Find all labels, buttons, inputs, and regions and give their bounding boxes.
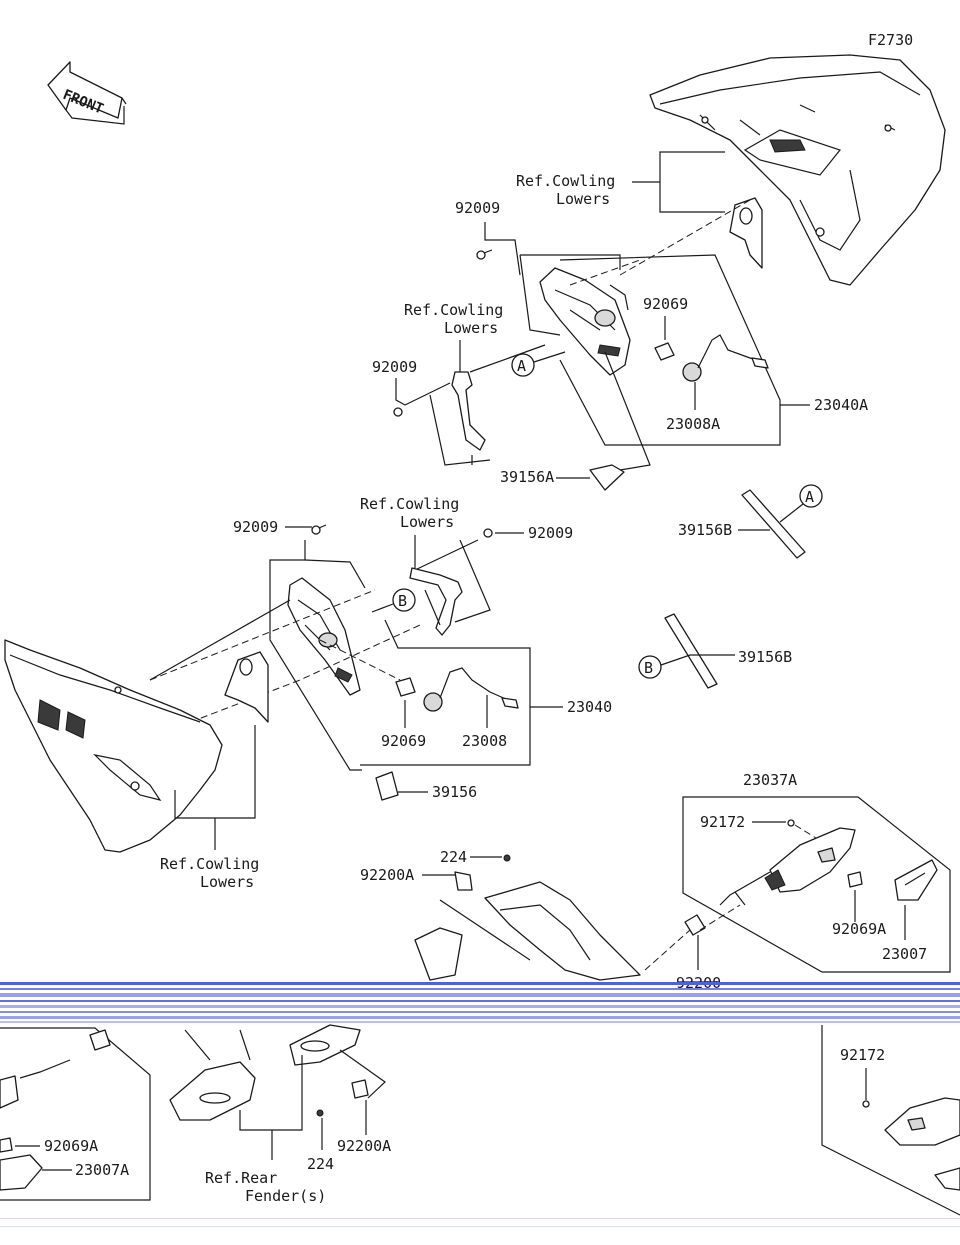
figure-code: F2730 — [868, 31, 913, 49]
part-92200A-top: 92200A — [360, 866, 414, 884]
ref-cowling-lowers-4-line1: Ref.Cowling — [160, 855, 259, 873]
marker-a-top: A — [517, 357, 526, 375]
screw-icon — [483, 528, 493, 538]
rear-turn-signal-stalk-left — [0, 1059, 71, 1109]
part-39156A: 39156A — [500, 468, 554, 486]
rear-fender — [414, 881, 641, 981]
turn-signal-housing-lower — [287, 577, 361, 696]
ref-cowling-lowers-2-line1: Ref.Cowling — [404, 301, 503, 319]
sealing-strip-top — [741, 489, 806, 559]
ref-cowling-lowers-1-line2: Lowers — [556, 190, 610, 208]
socket-harness-upper — [682, 334, 769, 382]
turn-signal-housing-upper — [539, 267, 631, 376]
assembly-box-23037A — [682, 796, 951, 973]
ref-cowling-lowers-3-line2: Lowers — [400, 513, 454, 531]
part-92069A-bottom: 92069A — [44, 1137, 98, 1155]
ref-cowling-lowers-1-line1: Ref.Cowling — [516, 172, 615, 190]
part-39156: 39156 — [432, 783, 477, 801]
reflector-pad-icon — [589, 464, 625, 491]
ref-rear-fender-line2: Fender(s) — [245, 1187, 326, 1205]
scan-noise-band — [0, 982, 960, 1023]
scan-noise-bottom — [0, 1218, 960, 1227]
bulb-icon — [0, 1137, 13, 1153]
part-92009-left2: 92009 — [233, 518, 278, 536]
part-92172-top: 92172 — [700, 813, 745, 831]
screw-icon — [787, 819, 795, 827]
part-92069-mid: 92069 — [381, 732, 426, 750]
ref-rear-fender-line1: Ref.Rear — [205, 1169, 277, 1187]
rear-fender-lower — [169, 1024, 361, 1121]
part-92069-top: 92069 — [643, 295, 688, 313]
screw-icon — [476, 249, 493, 260]
rear-turn-signal-stalk-right — [884, 1097, 960, 1191]
ref-cowling-lowers-3-line1: Ref.Cowling — [360, 495, 459, 513]
front-arrow-icon: FRONT — [47, 61, 127, 125]
lens-icon — [0, 1154, 43, 1191]
cowling-tab-mid — [224, 651, 269, 723]
sealing-strip-bottom — [664, 613, 718, 689]
part-224-top: 224 — [440, 848, 467, 866]
part-39156B-bottom: 39156B — [738, 648, 792, 666]
part-23008: 23008 — [462, 732, 507, 750]
part-23040A: 23040A — [814, 396, 868, 414]
screw-icon — [393, 407, 403, 417]
clip-icon — [454, 871, 473, 891]
bulb-icon — [847, 871, 863, 888]
socket-harness-lower — [423, 667, 519, 712]
bulb-icon — [654, 342, 675, 361]
screw-icon — [862, 1100, 870, 1108]
part-23007A: 23007A — [75, 1161, 129, 1179]
bulb-icon — [395, 677, 416, 697]
clip-icon — [351, 1079, 369, 1099]
bracket-lower — [409, 567, 463, 636]
marker-b-right: B — [644, 659, 653, 677]
screw-icon — [311, 524, 327, 535]
part-23037A: 23037A — [743, 771, 797, 789]
part-224-bottom: 224 — [307, 1155, 334, 1173]
ref-cowling-lowers-2-line2: Lowers — [444, 319, 498, 337]
cowling-left-lower — [4, 639, 223, 853]
part-92200A-bottom: 92200A — [337, 1137, 391, 1155]
cowling-right-upper — [649, 54, 946, 286]
bracket-upper — [451, 371, 486, 451]
part-23008A: 23008A — [666, 415, 720, 433]
part-92069A-top: 92069A — [832, 920, 886, 938]
ref-cowling-lowers-4-line2: Lowers — [200, 873, 254, 891]
clip-icon — [89, 1029, 111, 1051]
part-92009-top: 92009 — [455, 199, 500, 217]
part-92172-bottom: 92172 — [840, 1046, 885, 1064]
nut-icon — [316, 1109, 324, 1117]
part-92009-right2: 92009 — [528, 524, 573, 542]
part-23007: 23007 — [882, 945, 927, 963]
marker-a-right: A — [805, 488, 814, 506]
reflector-pad-icon — [375, 771, 399, 801]
part-23040: 23040 — [567, 698, 612, 716]
part-39156B-top: 39156B — [678, 521, 732, 539]
part-92009-mid: 92009 — [372, 358, 417, 376]
nut-icon — [503, 854, 511, 862]
lens-icon — [894, 859, 938, 901]
marker-b-mid: B — [398, 592, 407, 610]
cowling-tab-top — [729, 197, 763, 269]
rear-turn-signal-stalk — [719, 827, 856, 906]
